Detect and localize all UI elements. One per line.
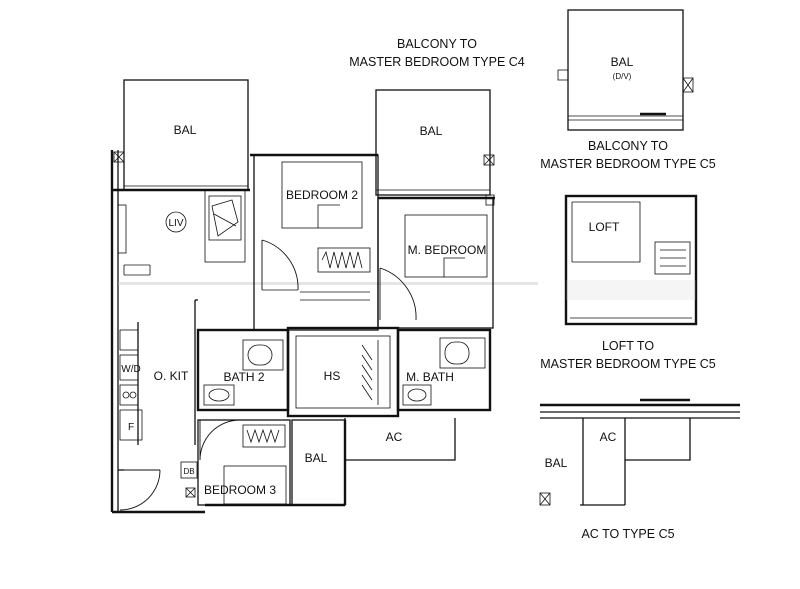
loft-c5-caption-2: MASTER BEDROOM TYPE C5 — [540, 357, 716, 371]
bal-master-label: BAL — [420, 124, 443, 138]
variant-balcony-c4: BALCONY TO MASTER BEDROOM TYPE C4 — [349, 37, 525, 69]
f-label: F — [128, 422, 134, 433]
master-balcony: BAL — [375, 89, 495, 206]
bath2-label: BATH 2 — [223, 370, 264, 384]
wd-label: W/D — [121, 364, 140, 375]
master-bedroom: M. BEDROOM — [377, 196, 495, 329]
bal-ac-c5-label: BAL — [545, 456, 568, 470]
liv-label: LIV — [168, 218, 183, 229]
bal-c5-label: BAL — [611, 55, 634, 69]
m-bedroom-label: M. BEDROOM — [408, 243, 487, 257]
bedroom-3: BEDROOM 3 DB — [180, 419, 291, 506]
duct-box-right — [483, 154, 495, 166]
bath-2: BATH 2 — [196, 328, 290, 412]
loft-c5-caption-1: LOFT TO — [602, 339, 654, 353]
loft-c5-label: LOFT — [589, 220, 620, 234]
bal-c5-sub-label: (D/V) — [613, 72, 632, 81]
bedroom-2: BEDROOM 2 — [250, 153, 379, 331]
hs-label: HS — [324, 369, 341, 383]
balcony-c4-caption-2: MASTER BEDROOM TYPE C4 — [349, 55, 525, 69]
balcony-c4-caption-1: BALCONY TO — [397, 37, 477, 51]
kitchen: W/D O. KIT F — [118, 299, 198, 511]
balcony-c5-caption-2: MASTER BEDROOM TYPE C5 — [540, 157, 716, 171]
variant-loft-c5: LOFT LOFT TO MASTER BEDROOM TYPE C5 — [540, 194, 716, 371]
variant-ac-c5: AC BAL AC TO TYPE C5 — [539, 398, 740, 541]
ac-label: AC — [386, 430, 403, 444]
variant-balcony-c5: BAL (D/V) BALCONY TO MASTER BEDROOM TYPE… — [540, 9, 716, 171]
ac-ledge: AC — [344, 418, 456, 461]
duct-box-bottom — [185, 487, 196, 498]
balcony-c5-caption-1: BALCONY TO — [588, 139, 668, 153]
household-shelter: HS — [286, 326, 400, 418]
bedroom3-label: BEDROOM 3 — [204, 483, 276, 497]
bal-living-label: BAL — [174, 123, 197, 137]
db-label: DB — [183, 467, 194, 476]
o-kit-label: O. KIT — [154, 369, 189, 383]
scan-band — [118, 282, 538, 285]
bedroom2-label: BEDROOM 2 — [286, 188, 358, 202]
duct-box-left — [113, 151, 125, 163]
ac-c5-caption: AC TO TYPE C5 — [581, 527, 674, 541]
bedroom-3-balcony: BAL — [291, 419, 346, 506]
ac-c5-label: AC — [600, 430, 617, 444]
main-floor-plan: BAL — [110, 79, 538, 514]
master-bath: M. BATH — [396, 328, 492, 412]
m-bath-label: M. BATH — [406, 370, 454, 384]
bal-bedroom3-label: BAL — [305, 451, 328, 465]
living-room: LIV — [117, 189, 246, 276]
living-balcony: BAL — [123, 79, 249, 191]
